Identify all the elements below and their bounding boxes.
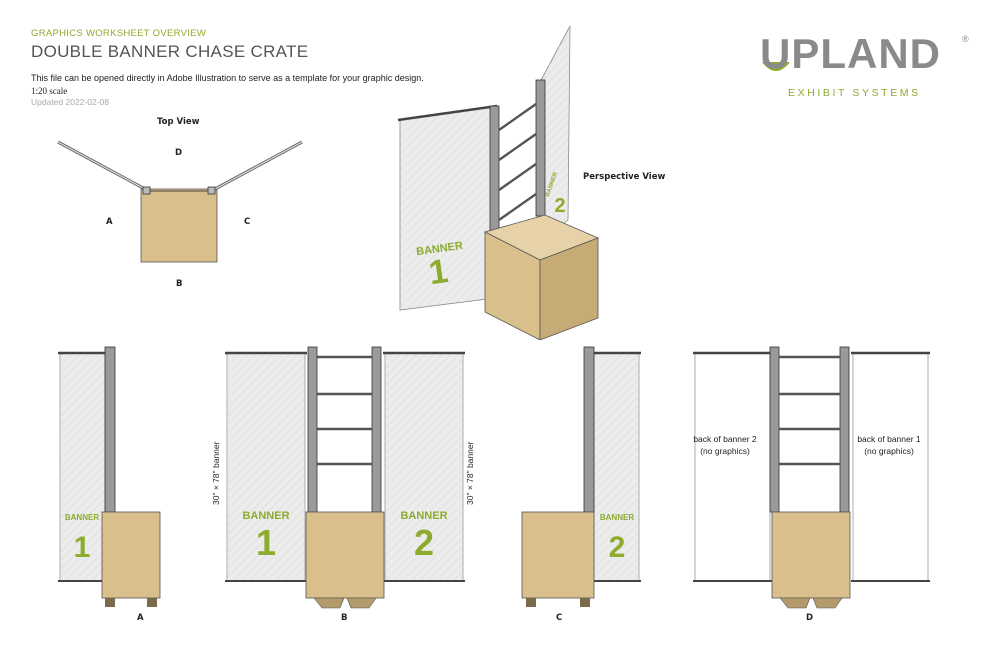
elevation-d-pole-left <box>769 346 780 513</box>
elevation-b-pole-left <box>307 346 318 513</box>
elevation-d-banner-2-back <box>694 352 771 582</box>
page-title: DOUBLE BANNER CHASE CRATE <box>31 42 309 61</box>
elevation-a-label: A <box>137 613 144 623</box>
elevation-a-pole <box>104 346 116 513</box>
elevation-c-banner-number: 2 <box>609 531 626 564</box>
logo-tagline: EXHIBIT SYSTEMS <box>788 87 921 99</box>
elevation-d-foot-right <box>812 597 843 609</box>
elevation-a-banner-number: 1 <box>74 531 91 564</box>
elevation-a-foot-right <box>147 598 157 607</box>
elevation-d-crate <box>771 511 851 599</box>
logo-wordmark: UPLAND <box>760 30 941 77</box>
elevation-b-ladder-rungs <box>317 355 372 466</box>
elevation-b-banner-1-number: 1 <box>256 522 276 563</box>
top-view-side-b: B <box>176 279 183 289</box>
back-of-banner-1-line1: back of banner 1 <box>857 434 921 444</box>
elevation-d-banner-1-back <box>852 352 929 582</box>
description-text: This file can be opened directly in Adob… <box>31 73 424 83</box>
elevation-d-drawing <box>693 346 930 609</box>
elevation-d-ladder-rungs <box>779 355 840 466</box>
elevation-b-drawing: BANNER 1 BANNER 2 <box>225 346 465 609</box>
back-of-banner-2-line2: (no graphics) <box>700 446 750 456</box>
top-view-side-c: C <box>244 217 251 227</box>
back-of-banner-2-line1: back of banner 2 <box>693 434 757 444</box>
scale-text: 1:20 scale <box>31 86 68 96</box>
banner-size-left: 30" × 78" banner <box>211 441 221 505</box>
elevation-c-drawing: BANNER 2 <box>521 346 641 607</box>
elevation-b-banner-2-number: 2 <box>414 522 434 563</box>
worksheet-kicker: GRAPHICS WORKSHEET OVERVIEW <box>31 28 207 39</box>
perspective-banner-2-number: 2 <box>554 195 565 217</box>
back-of-banner-2-text: back of banner 2 (no graphics) <box>685 433 765 457</box>
elevation-b-crate <box>305 511 385 599</box>
elevation-c-banner-word: BANNER <box>600 513 634 522</box>
top-view-crate <box>140 188 218 263</box>
elevation-b-foot-left <box>313 597 345 609</box>
back-of-banner-1-line2: (no graphics) <box>864 446 914 456</box>
perspective-crate-right <box>539 237 599 340</box>
elevation-a-banner-word: BANNER <box>65 513 99 522</box>
top-view-pole-left <box>142 186 151 195</box>
elevation-d-foot-left <box>779 597 811 609</box>
elevation-b-banner-2-word: BANNER <box>400 510 447 522</box>
top-view-title: Top View <box>157 117 200 127</box>
logo-leaf-icon <box>762 62 790 71</box>
updated-text: Updated 2022-02-08 <box>31 97 109 107</box>
perspective-ladder-rungs <box>498 103 537 221</box>
top-view-side-a: A <box>106 217 113 227</box>
elevation-c-foot-left <box>526 598 536 607</box>
top-view-drawing <box>57 140 303 263</box>
elevation-c-label: C <box>556 613 563 623</box>
back-of-banner-1-text: back of banner 1 (no graphics) <box>849 433 929 457</box>
elevation-c-crate <box>521 511 595 599</box>
elevation-d-label: D <box>806 613 814 623</box>
elevation-b-banner-1-word: BANNER <box>242 510 289 522</box>
elevation-b-foot-right <box>346 597 377 609</box>
top-view-side-d: D <box>175 148 183 158</box>
elevation-b-pole-right <box>371 346 382 513</box>
elevation-d-pole-right <box>839 346 850 513</box>
perspective-pole-left <box>489 105 500 237</box>
elevation-a-foot-left <box>105 598 115 607</box>
perspective-view-title: Perspective View <box>583 172 666 182</box>
elevation-c-pole <box>583 346 595 513</box>
elevation-c-foot-right <box>580 598 590 607</box>
logo-registered-mark: ® <box>962 34 969 44</box>
elevation-a-crate <box>101 511 161 599</box>
elevation-a-drawing: BANNER 1 <box>58 346 161 607</box>
elevation-b-label: B <box>341 613 348 623</box>
perspective-view-drawing: BANNER 1 BANNER 2 <box>397 25 600 340</box>
perspective-pole-right <box>535 79 546 217</box>
perspective-crate-left <box>484 231 541 340</box>
top-view-pole-right <box>207 186 216 195</box>
